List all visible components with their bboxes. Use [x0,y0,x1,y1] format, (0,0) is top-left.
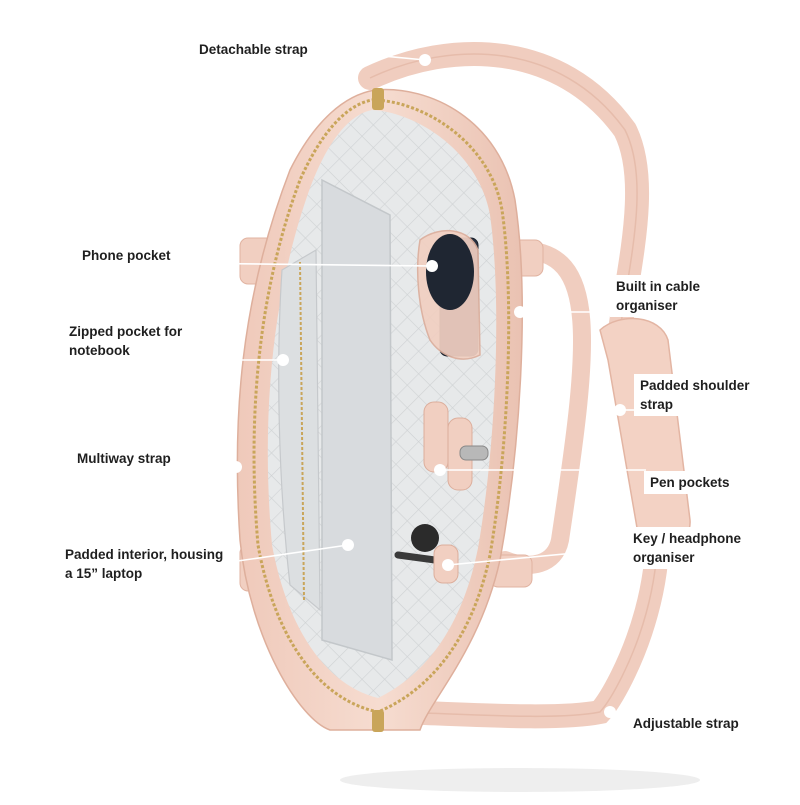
label-padded-interior: Padded interior, housing a 15” laptop [59,543,230,585]
label-multiway-strap: Multiway strap [71,447,177,470]
key-fob [411,524,439,552]
label-key-organiser-line2: organiser [633,550,695,565]
label-detachable-strap: Detachable strap [193,38,314,61]
label-pen-pockets: Pen pockets [644,471,736,494]
label-zipped-pocket: Zipped pocket for notebook [63,320,189,362]
pen-pocket-1 [423,401,449,473]
key [394,551,439,564]
label-cable-organiser-line1: Built in cable [616,279,701,294]
notebook-pocket-zip [299,261,305,601]
callout-dots [230,54,626,718]
label-zipped-pocket-line1: Zipped pocket for [69,324,183,339]
label-padded-shoulder-strap-line1: Padded shoulder [640,378,750,393]
label-padded-shoulder-strap-line2: strap [640,397,674,412]
label-zipped-pocket-line2: notebook [69,343,130,358]
laptop [321,178,393,661]
label-adjustable-strap: Adjustable strap [627,712,745,735]
label-key-organiser-line1: Key / headphone [633,531,742,546]
bag-shadow [340,768,700,792]
label-phone-pocket: Phone pocket [76,244,177,267]
label-key-organiser: Key / headphone organiser [627,527,748,569]
leader-lines [165,48,646,722]
label-cable-organiser-line2: organiser [616,298,678,313]
label-padded-shoulder-strap: Padded shoulder strap [634,374,756,416]
label-padded-interior-line1: Padded interior, housing [65,547,224,562]
notebook-pocket [278,248,321,612]
shoulder-pad [599,317,691,552]
label-cable-organiser: Built in cable organiser [610,275,707,317]
side-handle [496,241,591,574]
label-padded-interior-line2: a 15” laptop [65,566,143,581]
phone-pocket-opening [426,234,474,310]
zipper-pull-top [372,88,384,110]
zipper-pull-bottom [372,710,384,732]
pen [459,445,489,461]
